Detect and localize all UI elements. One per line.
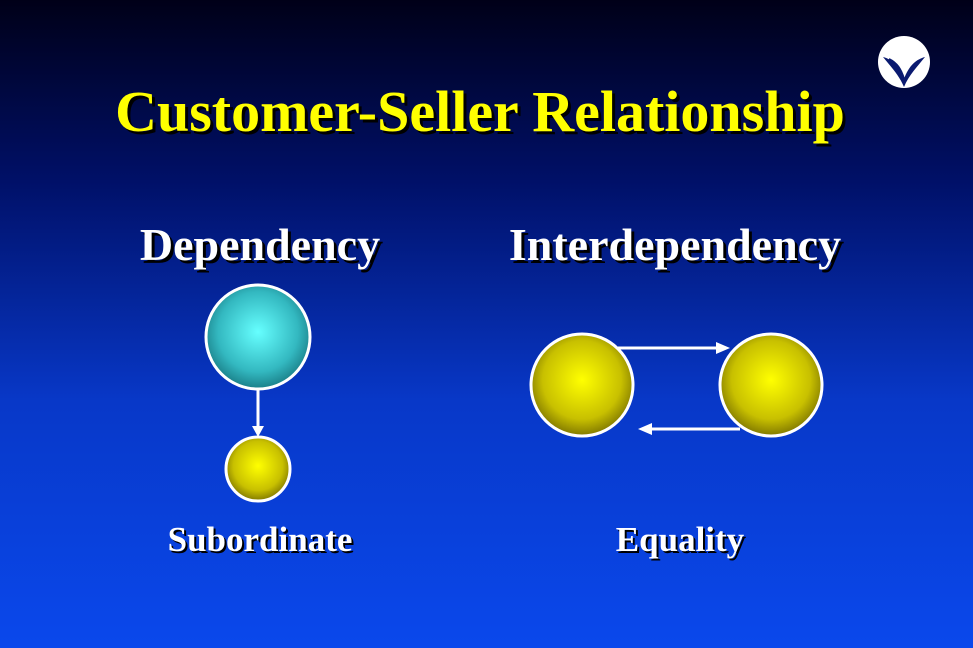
interdependency-heading: Interdependency <box>508 219 842 270</box>
arrow-left-head <box>638 423 652 435</box>
subordinate-party-circle <box>224 435 292 503</box>
subordinate-caption: Subordinate <box>167 520 353 559</box>
equality-caption: Equality <box>615 520 745 559</box>
arrow-right-head <box>716 342 730 354</box>
slide-title: Customer-Seller Relationship <box>115 79 845 144</box>
equal-party-right-circle <box>718 332 824 438</box>
leaf-logo-icon <box>878 36 930 88</box>
dependency-arrow-head <box>252 426 264 437</box>
dependency-heading: Dependency <box>139 219 381 270</box>
dominant-party-circle <box>204 283 312 391</box>
equal-party-left-circle <box>529 332 635 438</box>
